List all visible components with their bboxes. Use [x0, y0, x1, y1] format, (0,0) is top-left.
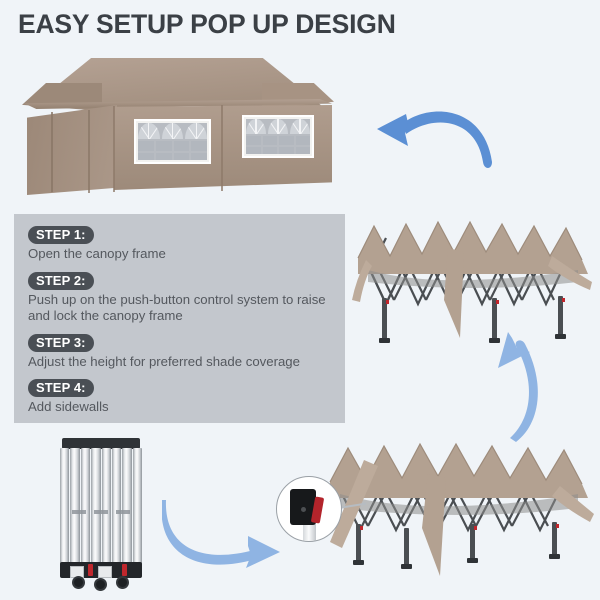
tent-seam	[113, 106, 115, 192]
frame-label-sticker	[72, 510, 86, 514]
frame-wheel	[72, 576, 85, 589]
push-button-control-system-detail-inset	[276, 476, 342, 542]
frame-red-accent	[122, 564, 127, 576]
tent-window	[134, 119, 211, 164]
tent-door-zipper	[51, 112, 53, 192]
step-item: STEP 2: Push up on the push-button contr…	[28, 271, 331, 325]
frame-red-accent	[88, 564, 93, 576]
window-arch	[268, 119, 288, 135]
canopy-frame-folded-image	[58, 438, 144, 591]
canopy-frame-partially-expanded-image	[352, 208, 596, 346]
step-description: Add sidewalls	[28, 399, 109, 414]
steps-panel: STEP 1: Open the canopy frame STEP 2: Pu…	[14, 214, 345, 423]
window-arch	[138, 123, 160, 140]
frame-foot-block	[98, 566, 112, 578]
window-arch	[161, 123, 184, 140]
canopy-frame-expanded-with-legs-image	[320, 430, 596, 580]
arrow-middle-curve-up-icon	[486, 326, 552, 442]
step-badge: STEP 1:	[28, 226, 94, 244]
arrow-bottom-curve-right-icon	[161, 492, 284, 572]
tent-seam	[88, 110, 90, 193]
arrow-top-curve-left-icon	[372, 100, 506, 176]
step-description: Adjust the height for preferred shade co…	[28, 353, 300, 369]
page-title: EASY SETUP POP UP DESIGN	[18, 9, 396, 39]
step-description: Push up on the push-button control syste…	[28, 291, 326, 324]
tent-sidewall-left	[27, 105, 117, 195]
push-button	[301, 507, 306, 512]
window-arch	[246, 119, 266, 135]
step-badge: STEP 4:	[28, 379, 94, 397]
frame-label-sticker	[116, 510, 130, 514]
step-item: STEP 3: Adjust the height for preferred …	[28, 333, 331, 371]
tent-window	[242, 115, 314, 158]
frame-folded-legs	[60, 448, 142, 564]
frame-label-sticker	[94, 510, 108, 514]
frame-wheel	[94, 578, 107, 591]
frame-top-cap	[62, 438, 140, 449]
step-description: Open the canopy frame	[28, 246, 166, 261]
step-item: STEP 1: Open the canopy frame	[28, 226, 331, 263]
step-item: STEP 4: Add sidewalls	[28, 379, 331, 416]
step-badge: STEP 3:	[28, 333, 94, 352]
window-arch	[185, 123, 207, 140]
tent-eave-trim	[24, 99, 332, 109]
window-arch	[290, 119, 310, 135]
tent-seam	[221, 105, 223, 191]
canopy-tent-with-sidewalls-image	[14, 55, 344, 205]
frame-wheel	[116, 576, 129, 589]
step-badge: STEP 2:	[28, 271, 94, 290]
